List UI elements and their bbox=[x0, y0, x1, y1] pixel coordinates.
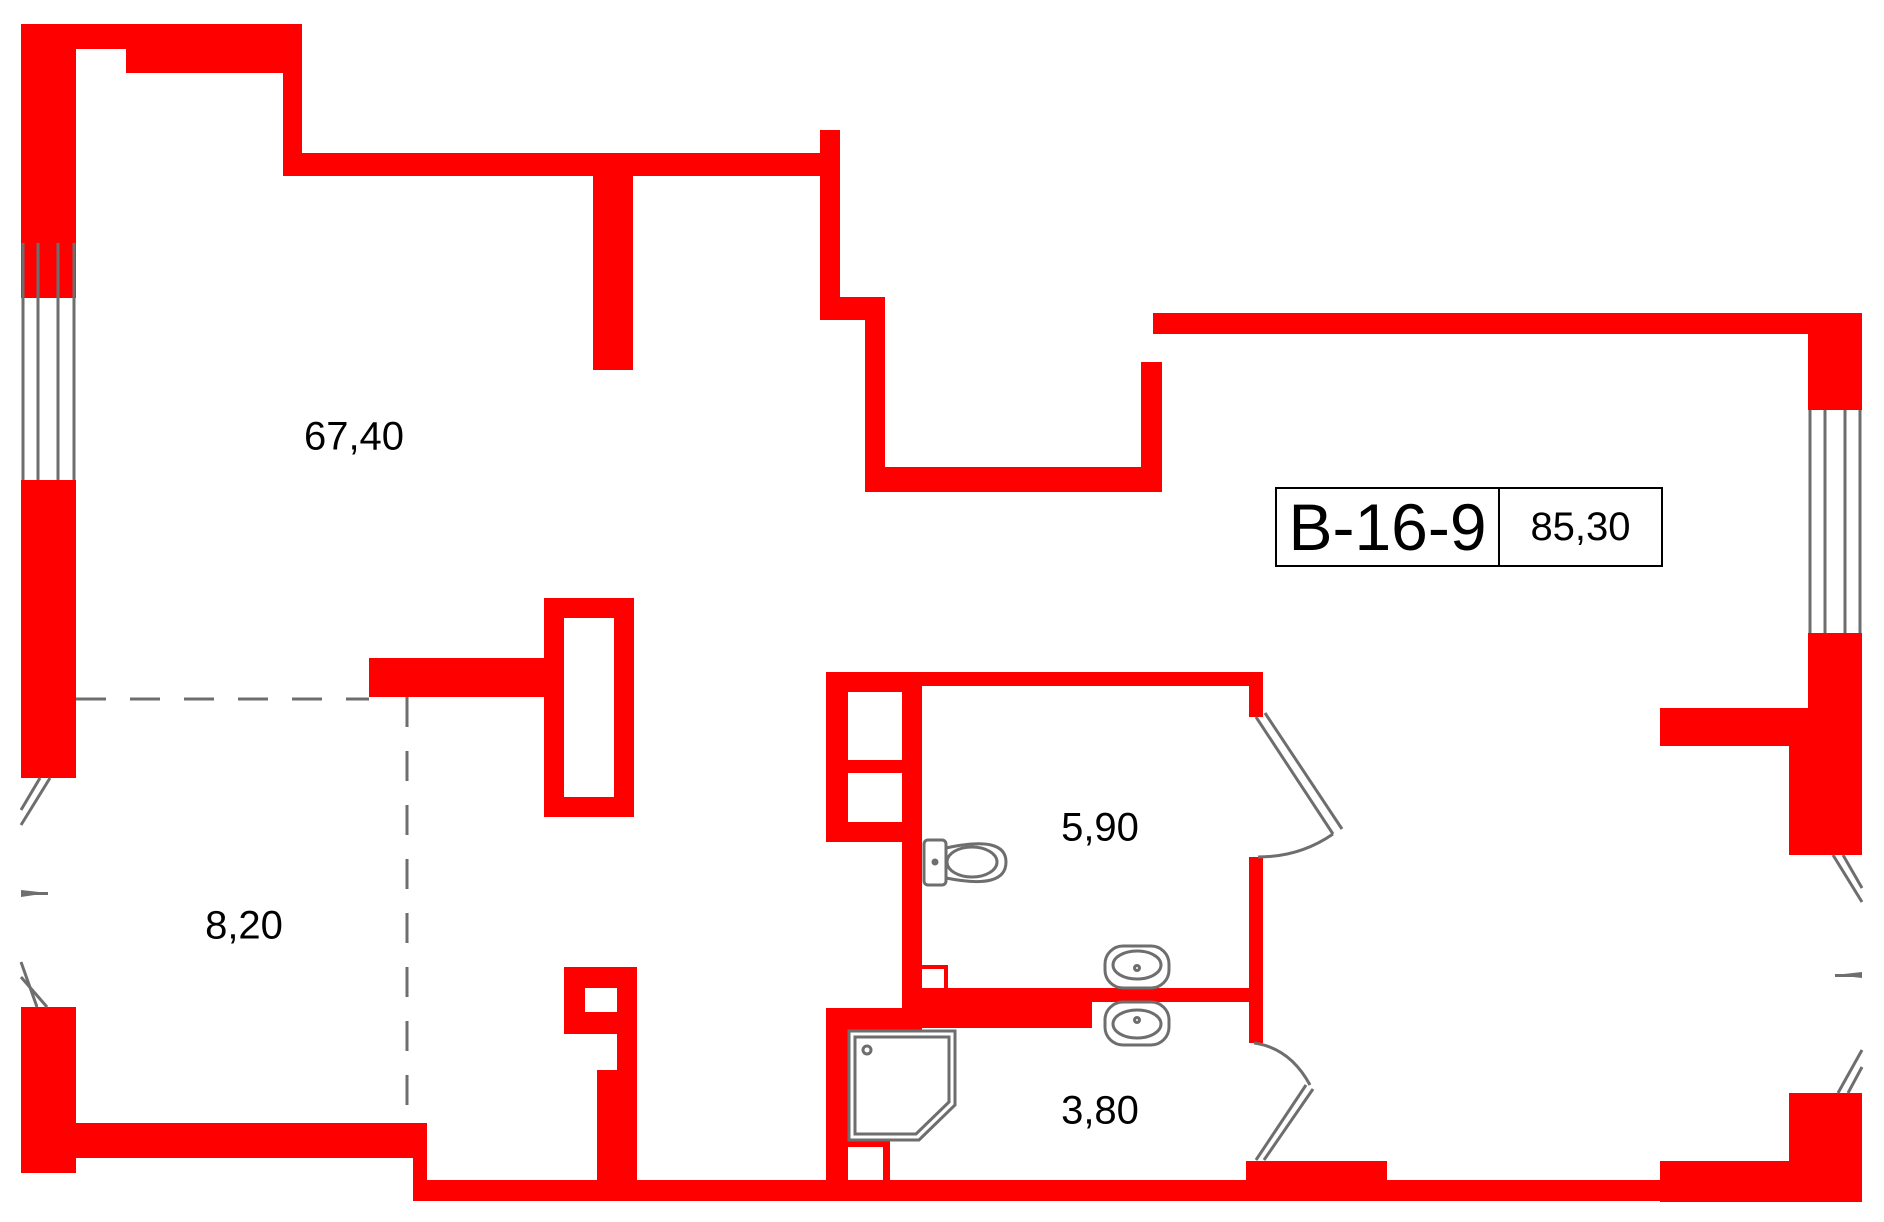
doors bbox=[1253, 712, 1344, 1161]
unit-info-box: B-16-9 85,30 bbox=[1275, 487, 1663, 567]
shower-tray-icon bbox=[847, 1029, 957, 1142]
room-area-shower: 3,80 bbox=[1061, 1088, 1139, 1133]
double-sink-icon bbox=[1103, 944, 1171, 1047]
room-area-bathroom: 5,90 bbox=[1061, 805, 1139, 850]
room-area-bay: 8,20 bbox=[205, 903, 283, 948]
unit-id-label: B-16-9 bbox=[1277, 489, 1500, 565]
unit-total-area: 85,30 bbox=[1530, 504, 1631, 549]
toilet-icon bbox=[922, 838, 1008, 887]
room-area-main: 67,40 bbox=[303, 414, 405, 459]
dashed-zone-lines bbox=[76, 697, 409, 1123]
windows bbox=[19, 243, 1864, 1094]
bay-arrows bbox=[21, 890, 1862, 978]
walls bbox=[21, 24, 1862, 1202]
